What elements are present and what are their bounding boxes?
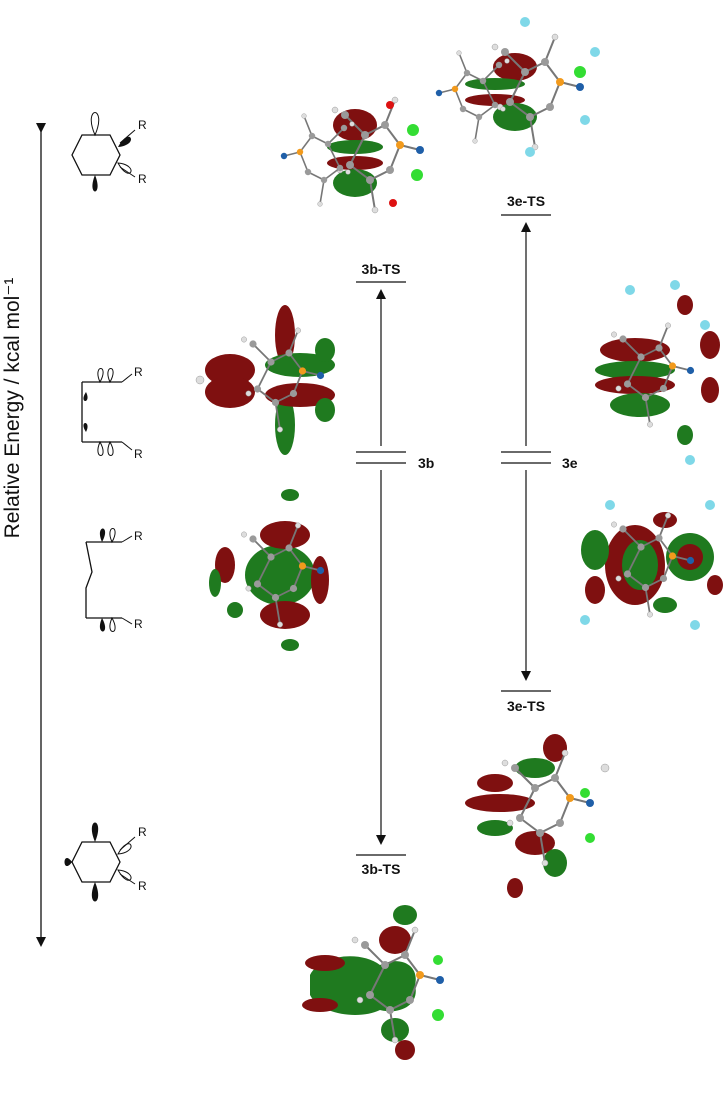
level-label-3e-ts-upper: 3e-TS bbox=[507, 193, 545, 209]
schematic-orbital-lower-mid: R R bbox=[85, 528, 143, 632]
substituent-label: R bbox=[138, 172, 147, 186]
substituent-label: R bbox=[138, 825, 147, 839]
level-label-3e-ts-lower: 3e-TS bbox=[507, 698, 545, 714]
orbital-render-3b-lumo bbox=[209, 489, 329, 651]
energy-axis-label: Relative Energy / kcal mol⁻¹ bbox=[1, 278, 24, 539]
level-label-3b-ts-lower: 3b-TS bbox=[362, 861, 401, 877]
substituent-label: R bbox=[134, 617, 143, 631]
substituent-label: R bbox=[138, 118, 147, 132]
level-label-3e: 3e bbox=[562, 455, 578, 471]
level-3e: 3e bbox=[501, 451, 578, 471]
schematic-orbital-top: R R bbox=[71, 112, 147, 192]
level-3b-ts-lower: 3b-TS bbox=[356, 854, 406, 877]
level-3b: 3b bbox=[356, 451, 434, 471]
substituent-label: R bbox=[134, 529, 143, 543]
level-label-3b-ts-upper: 3b-TS bbox=[362, 261, 401, 277]
orbital-render-3b-homo bbox=[195, 305, 335, 455]
substituent-label: R bbox=[138, 879, 147, 893]
schematic-orbital-bottom: R R bbox=[64, 822, 147, 902]
level-3e-ts-upper: 3e-TS bbox=[501, 193, 551, 216]
substituent-label: R bbox=[134, 447, 143, 461]
level-3b-ts-upper: 3b-TS bbox=[356, 261, 406, 283]
orbital-render-3e-homo bbox=[595, 280, 720, 465]
orbital-render-3b-ts-upper bbox=[279, 96, 425, 214]
orbital-render-3e-ts-lower bbox=[465, 734, 610, 898]
schematic-orbital-upper-mid: R R bbox=[81, 365, 143, 461]
level-3e-ts-lower: 3e-TS bbox=[501, 690, 551, 714]
orbital-render-3e-lumo bbox=[580, 500, 723, 630]
orbital-render-3b-ts-lower bbox=[302, 905, 445, 1060]
orbital-render-3e-ts-upper bbox=[434, 17, 600, 157]
substituent-label: R bbox=[134, 365, 143, 379]
level-label-3b: 3b bbox=[418, 455, 434, 471]
